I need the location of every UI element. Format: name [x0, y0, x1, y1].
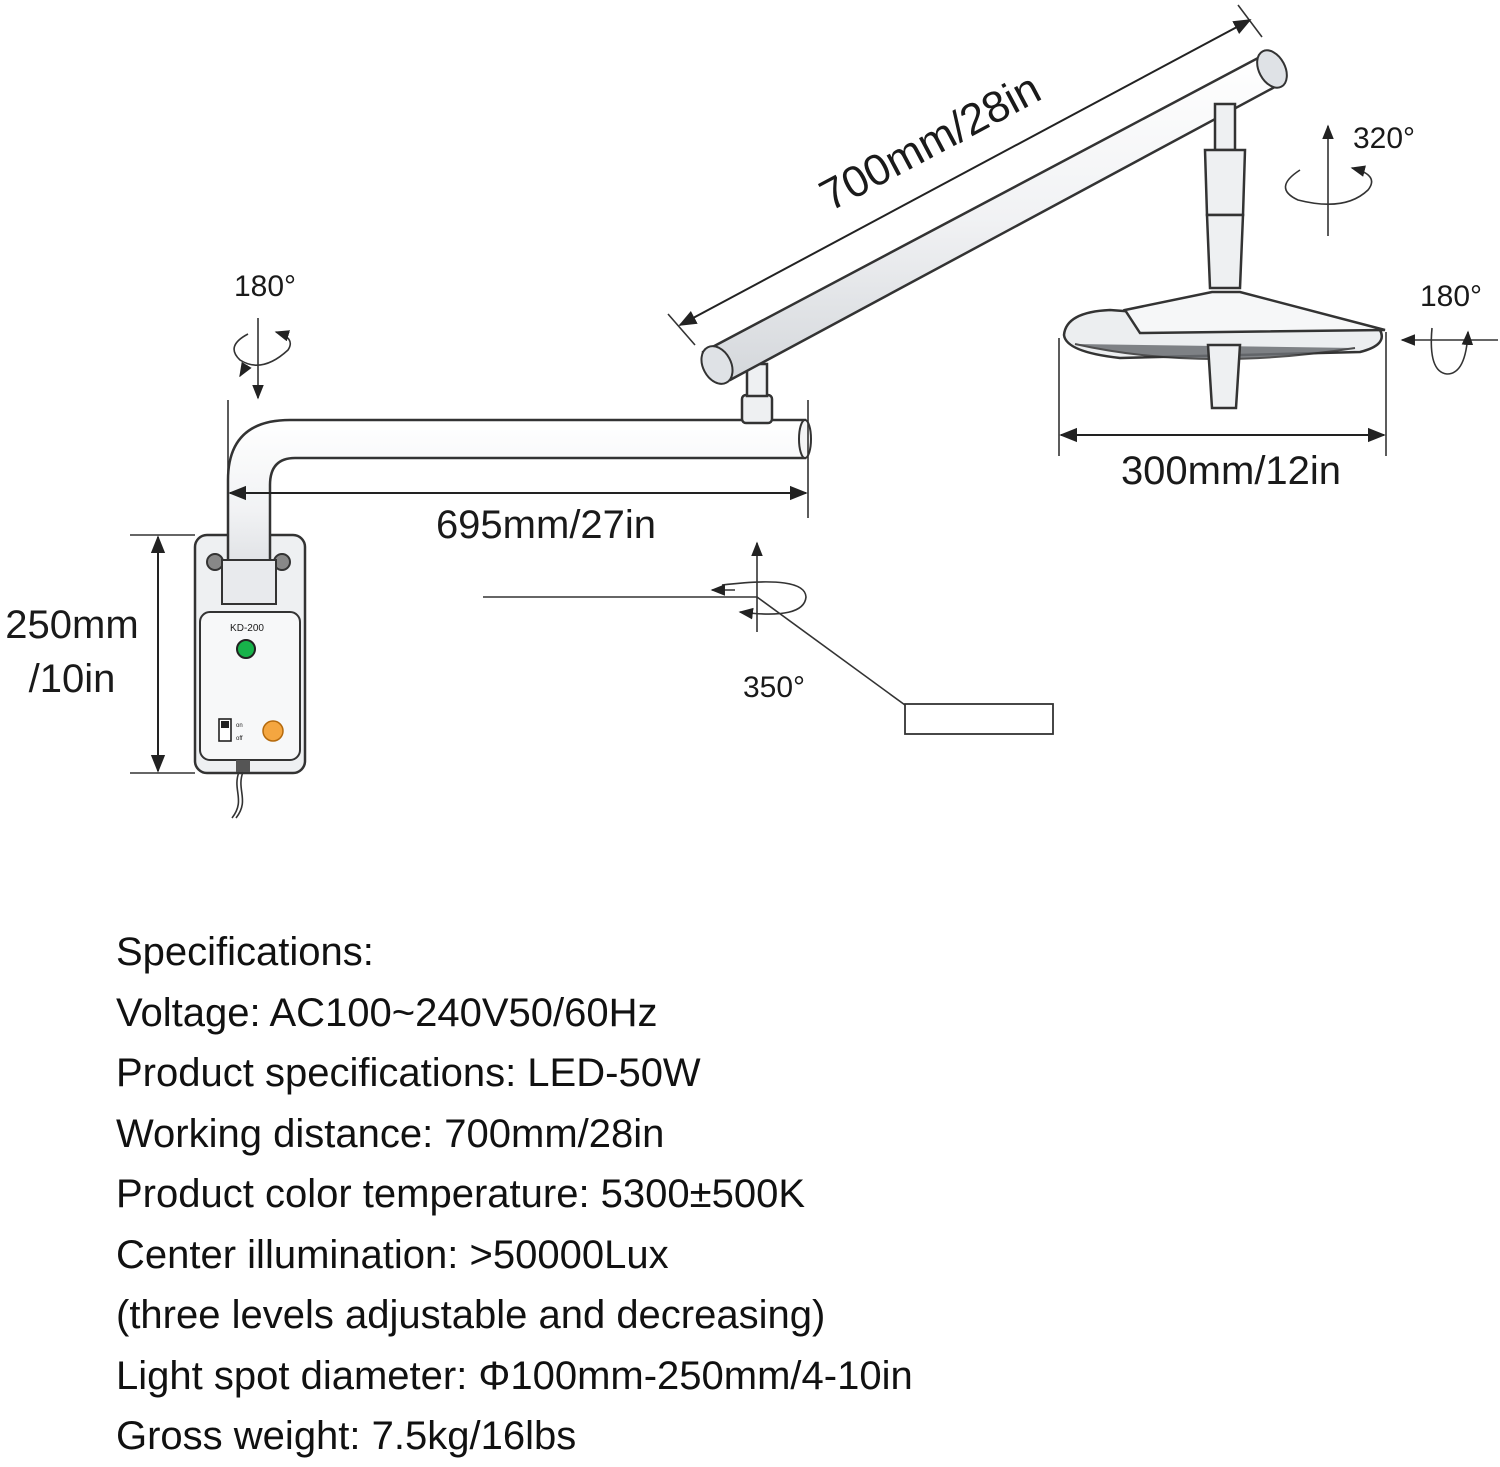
rotation-head-vertical-label: 320° — [1353, 122, 1415, 155]
rotation-joint-label: 350° — [743, 671, 805, 704]
power-cord — [235, 771, 244, 819]
spec-light-spot-diameter: Light spot diameter: Φ100mm-250mm/4-10in — [116, 1353, 913, 1398]
dimension-lower-arm: 695mm/27in — [227, 400, 809, 547]
lamp-head-diameter-label: 300mm/12in — [1121, 449, 1341, 493]
dimension-mount-height: 250mm /10in — [5, 534, 195, 774]
mount-height-label-2: /10in — [29, 657, 116, 701]
dimension-upper-arm: 700mm/28in — [667, 4, 1263, 346]
brand-logo — [262, 720, 284, 742]
rotation-base-label: 180° — [234, 270, 296, 303]
rotation-head-tilt-label: 180° — [1420, 280, 1482, 313]
spec-working-distance: Working distance: 700mm/28in — [116, 1111, 665, 1156]
spec-gross-weight: Gross weight: 7.5kg/16lbs — [116, 1414, 577, 1458]
switch-off-label: off — [236, 736, 243, 742]
mount-screw-left — [206, 553, 224, 571]
lamp-handle — [1206, 343, 1242, 410]
dimension-lamp-head: 300mm/12in — [1058, 332, 1387, 493]
spec-color-temperature: Product color temperature: 5300±500K — [116, 1172, 806, 1216]
rotation-base-indicator: 180° — [233, 270, 296, 400]
mount-height-label-1: 250mm — [5, 603, 138, 647]
switch-on-label: on — [236, 723, 243, 729]
rotation-head-vertical-indicator: 320° — [1284, 122, 1415, 236]
model-label: KD-200 — [230, 623, 264, 634]
rotation-head-tilt-indicator: 180° — [1400, 280, 1498, 375]
power-indicator-light — [236, 639, 256, 659]
spec-center-illumination: Center illumination: >50000Lux — [116, 1232, 669, 1277]
spec-product: Product specifications: LED-50W — [116, 1051, 701, 1095]
spec-illumination-note: (three levels adjustable and decreasing) — [116, 1293, 826, 1337]
spec-voltage: Voltage: AC100~240V50/60Hz — [116, 990, 658, 1035]
lower-joint — [740, 393, 774, 425]
rotation-joint-indicator: 350° — [483, 541, 1054, 735]
lamp-dimension-diagram: KD-200 on off 700mm/28i — [5, 4, 1498, 819]
lower-arm-length-label: 695mm/27in — [436, 503, 656, 547]
callout-box — [904, 703, 1054, 735]
specifications-heading: Specifications: — [116, 930, 374, 974]
lower-arm — [221, 362, 812, 605]
specifications-list: Specifications: Voltage: AC100~240V50/60… — [116, 922, 913, 1467]
